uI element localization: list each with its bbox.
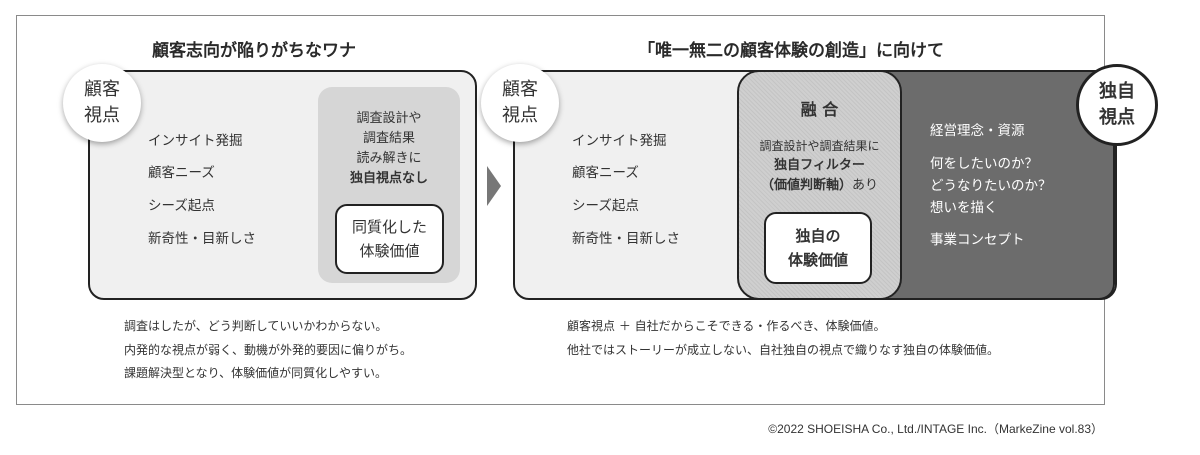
list-item: インサイト発掘 (572, 133, 667, 149)
right-title: 「唯一無二の顧客体験の創造」に向けて (638, 41, 944, 61)
trap-line: 読み解きに (356, 151, 422, 166)
own-item: 経営理念・資源 (930, 123, 1025, 139)
own-item: 事業コンセプト (930, 232, 1025, 248)
right-note: 顧客視点 ＋ 自社だからこそできる・作るべき、体験価値。 (567, 319, 886, 333)
customer-view-circle: 顧客 視点 (63, 64, 141, 142)
fusion-bold: （価値判断軸） (760, 178, 852, 193)
circle-text: 視点 (502, 105, 538, 126)
list-item: 顧客ニーズ (148, 165, 215, 181)
left-note: 調査はしたが、どう判断していいかわからない。 (124, 319, 388, 333)
fusion-suffix: あり (852, 178, 879, 193)
own-item: 何をしたいのか？ (930, 156, 1038, 172)
list-item: インサイト発掘 (148, 133, 243, 149)
fusion-line: 調査設計や調査結果に (759, 139, 880, 153)
circle-text: 視点 (84, 105, 120, 126)
list-item: 顧客ニーズ (572, 165, 639, 181)
box-line: 独自の (795, 227, 841, 245)
circle-text: 視点 (1099, 107, 1135, 128)
box-line: 体験価値 (787, 251, 848, 269)
circle-text: 独自 (1099, 81, 1135, 102)
box-line: 体験価値 (359, 242, 420, 260)
list-item: シーズ起点 (572, 198, 639, 214)
arrow-right-icon (487, 166, 501, 206)
list-item: 新奇性・目新しさ (148, 231, 256, 247)
own-view-circle: 独自 視点 (1076, 64, 1158, 146)
homogenized-value-box: 同質化した 体験価値 (335, 204, 444, 274)
left-title: 顧客志向が陥りがちなワナ (152, 41, 356, 61)
list-item: シーズ起点 (148, 198, 215, 214)
customer-view-circle: 顧客 視点 (481, 64, 559, 142)
left-note: 内発的な視点が弱く、動機が外発的要因に偏りがち。 (124, 343, 413, 357)
trap-line: 調査設計や (356, 111, 422, 126)
list-item: 新奇性・目新しさ (572, 231, 680, 247)
copyright: ©2022 SHOEISHA Co., Ltd./INTAGE Inc.（Mar… (768, 422, 1103, 436)
own-item: 想いを描く (930, 200, 998, 216)
fusion-heading: 融 合 (800, 100, 839, 119)
trap-bold: 独自視点なし (349, 171, 428, 186)
unique-value-box: 独自の 体験価値 (764, 212, 872, 284)
left-note: 課題解決型となり、体験価値が同質化しやすい。 (124, 366, 388, 380)
own-item: どうなりたいのか？ (930, 178, 1052, 194)
circle-text: 顧客 (84, 79, 120, 100)
right-note: 他社ではストーリーが成立しない、自社独自の視点で織りなす独自の体験価値。 (567, 343, 1000, 357)
trap-line: 調査結果 (362, 131, 415, 146)
fusion-bold: 独自フィルター (774, 158, 865, 173)
box-line: 同質化した (351, 218, 427, 236)
circle-text: 顧客 (502, 79, 538, 100)
